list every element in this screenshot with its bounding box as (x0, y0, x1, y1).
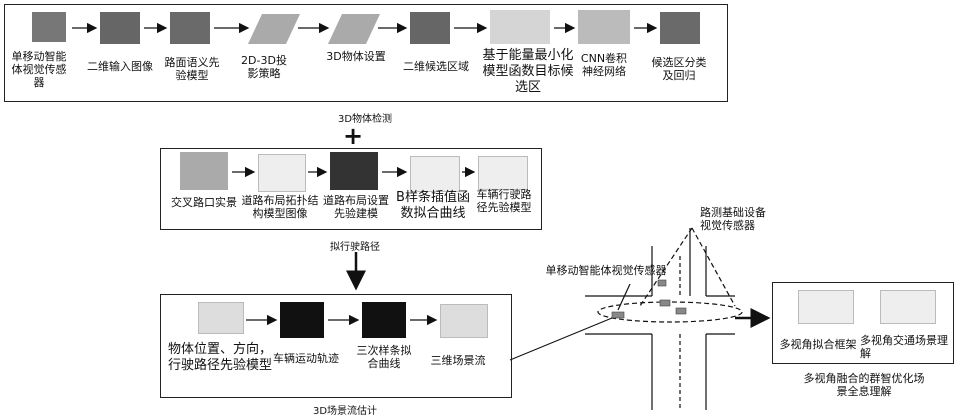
diagram-lines (0, 0, 962, 419)
